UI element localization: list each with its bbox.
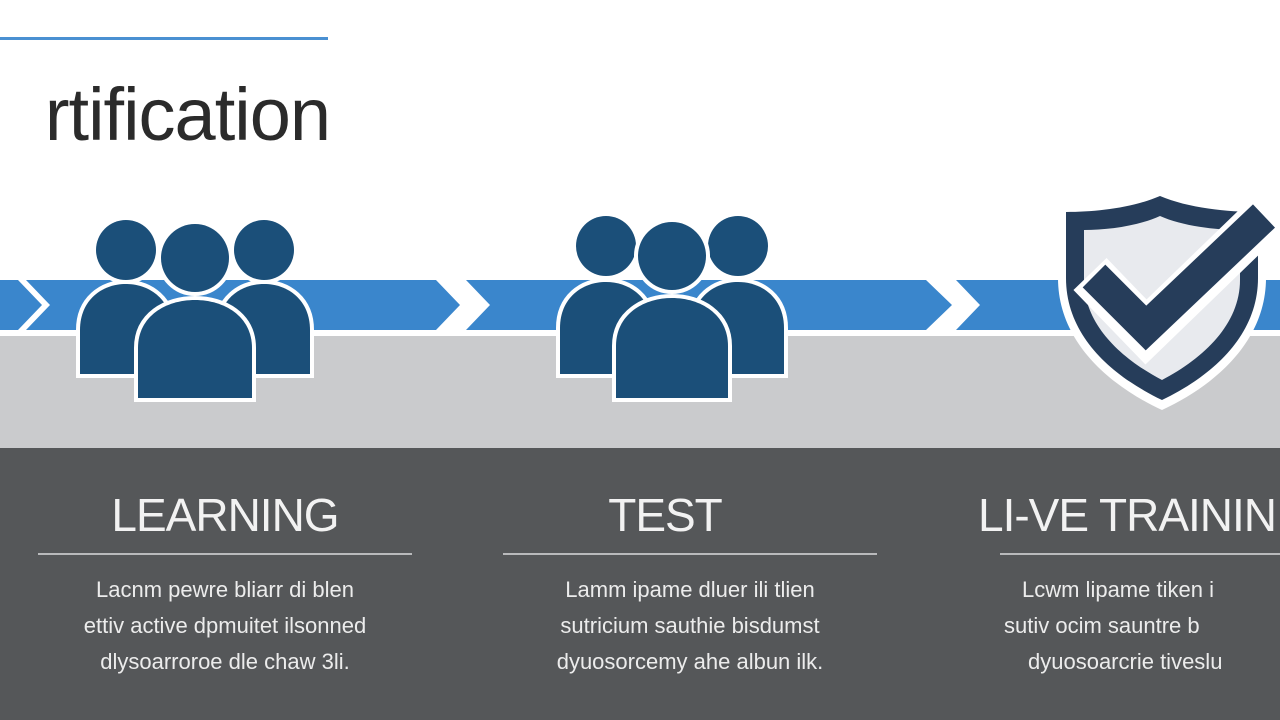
people-group-icon (76, 216, 314, 402)
flow-chevron (0, 280, 42, 330)
step-description-line: Lamm ipame dluer ili tlien (565, 577, 815, 602)
step-description-line: sutricium sauthie bisdumst (560, 613, 820, 638)
step-description-line: dlysoarroroe dle chaw 3li. (100, 649, 350, 674)
step-description-live-training: Lcwm lipame tiken i sutiv ocim sauntre b… (1000, 572, 1280, 680)
step-description-line: Lcwm lipame tiken i (1022, 577, 1214, 602)
step-description-line: dyuosoarcrie tiveslu (1028, 649, 1223, 674)
step-divider (503, 553, 877, 555)
step-description-test: Lamm ipame dluer ili tlien sutricium sau… (490, 572, 890, 680)
shield-check-icon (1058, 188, 1280, 410)
step-divider (1000, 553, 1280, 555)
step-divider (38, 553, 412, 555)
step-title-test: TEST (608, 489, 723, 541)
step-description-learning: Lacnm pewre bliarr di blen ettiv active … (20, 572, 430, 680)
page-title: rtification (44, 73, 331, 156)
header-accent-line (0, 37, 328, 40)
step-description-line: Lacnm pewre bliarr di blen (95, 577, 355, 602)
step-title-learning: LEARNING (111, 489, 339, 541)
people-group-icon (556, 212, 788, 402)
step-description-line: ettiv active dpmuitet ilsonned (83, 613, 367, 638)
step-description-line: sutiv ocim sauntre b (1004, 613, 1200, 638)
step-title-live-training: LI-VE TRAININ (978, 489, 1277, 541)
step-description-line: dyuosorcemy ahe albun ilk. (556, 649, 824, 674)
steps-panel (0, 448, 1280, 720)
